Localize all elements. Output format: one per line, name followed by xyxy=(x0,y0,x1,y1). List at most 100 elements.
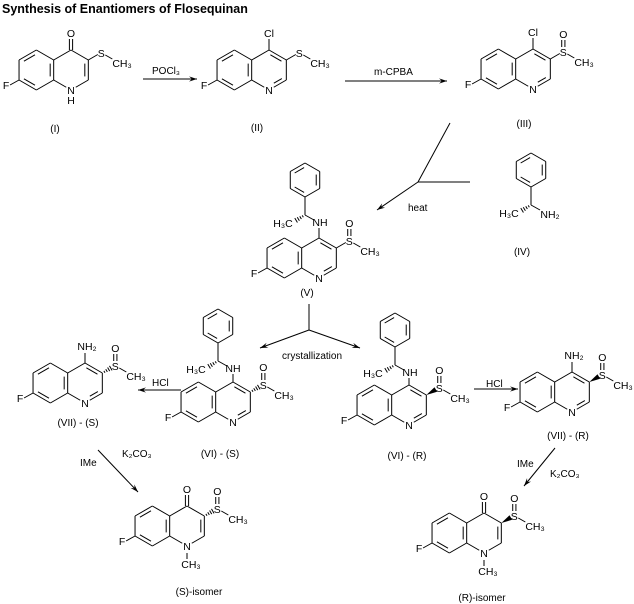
bond xyxy=(50,392,68,404)
bond xyxy=(234,79,252,91)
amine-nh: NH xyxy=(402,367,417,379)
double-bond-line xyxy=(37,391,50,399)
reagent-crystallization: crystallization xyxy=(282,351,342,362)
double-bond-line xyxy=(207,332,218,339)
arrow-shaft xyxy=(523,447,556,487)
arrow-head xyxy=(130,484,138,492)
sulfoxide-oxygen: O xyxy=(510,493,518,505)
merge-line-from-iii xyxy=(417,122,451,183)
bond xyxy=(449,512,467,524)
double-bond-line xyxy=(294,167,305,174)
bond xyxy=(356,384,375,396)
carbonyl-oxygen: O xyxy=(67,28,75,40)
c3-s-bond xyxy=(336,242,347,249)
bond xyxy=(67,362,86,374)
s-methyl-bond xyxy=(353,242,361,248)
chiral-n-bond xyxy=(394,364,405,371)
double-bond-line xyxy=(237,410,247,416)
arrow-layer xyxy=(97,76,556,493)
phenyl-bond xyxy=(203,308,219,318)
double-bond-line xyxy=(23,78,36,86)
arrow-head xyxy=(260,342,269,348)
fluorine-atom: F xyxy=(416,543,422,555)
s-methyl-bond xyxy=(221,510,229,516)
bond xyxy=(152,535,170,547)
carbonyl-oxygen: O xyxy=(183,484,191,496)
hash-stroke xyxy=(212,362,215,366)
phenyl-bond xyxy=(394,312,410,322)
arrow-head xyxy=(439,78,447,84)
hash-stroke xyxy=(391,365,394,368)
nitrogen-atom: N xyxy=(568,407,576,419)
bond xyxy=(36,79,54,91)
sulfur-atom: S xyxy=(98,48,105,60)
nitrogen-atom: N xyxy=(81,398,89,410)
hash-stroke xyxy=(209,362,213,368)
bond xyxy=(32,362,51,374)
c-f-bond xyxy=(125,535,136,542)
nitrogen-atom: N xyxy=(67,85,75,97)
bond xyxy=(234,49,252,61)
bond xyxy=(480,48,499,60)
chlorine-atom: Cl xyxy=(264,28,274,40)
bond xyxy=(519,401,538,413)
hash-stroke xyxy=(386,366,390,372)
phenyl-bond xyxy=(217,308,233,318)
hash-stroke xyxy=(103,370,106,373)
nitrogen-atom: N xyxy=(529,84,537,96)
sulfur-atom: S xyxy=(599,370,606,382)
n-methyl: CH₃ xyxy=(478,566,497,578)
hash-stroke xyxy=(389,366,392,370)
fluorine-atom: F xyxy=(465,79,471,91)
sulfinyl-wedge-bond xyxy=(501,515,513,523)
bond xyxy=(67,392,81,401)
c3-s-bond xyxy=(550,53,561,60)
double-bond-line xyxy=(524,376,537,384)
c3-s-bond xyxy=(88,54,99,61)
carbonyl-oxygen: O xyxy=(480,491,488,503)
double-bond-line xyxy=(576,400,586,406)
bond xyxy=(53,49,72,61)
bond xyxy=(18,49,37,61)
methyl-group: CH₃ xyxy=(360,246,379,258)
compound-label-vii-r: (VII) - (R) xyxy=(547,431,589,442)
hash-stroke xyxy=(296,216,300,222)
methyl-group: CH₃ xyxy=(112,58,131,70)
reagent-hcl-r: HCl xyxy=(486,379,503,390)
bond-layer xyxy=(9,38,614,566)
double-bond-line xyxy=(537,77,547,83)
double-bond-line xyxy=(524,400,537,408)
compound-label-i: (I) xyxy=(50,124,59,135)
arrow-pocl3 xyxy=(143,76,197,82)
double-bond-line xyxy=(323,266,333,272)
compound-label-s-isomer: (S)-isomer xyxy=(176,587,223,598)
sulfur-atom: S xyxy=(436,383,443,395)
fluorine-atom: F xyxy=(201,80,207,92)
hash-stroke xyxy=(520,207,524,213)
phenyl-bond xyxy=(380,312,396,322)
sulfinyl-wedge-bond xyxy=(426,387,438,395)
bond xyxy=(18,79,37,91)
bond xyxy=(466,542,480,551)
bond xyxy=(251,79,265,88)
bond xyxy=(198,381,216,393)
arrow-methylation-s xyxy=(97,449,139,493)
double-bond-line xyxy=(320,242,332,250)
arrow-shaft xyxy=(97,449,139,493)
phenyl-bond xyxy=(530,178,546,188)
hash-stroke xyxy=(301,215,304,218)
double-bond-line xyxy=(384,336,395,343)
fluorine-atom: F xyxy=(504,402,510,414)
compound-label-vi-s: (VI) - (S) xyxy=(201,449,239,460)
bond xyxy=(50,362,68,374)
compound-label-vii-s: (VII) - (S) xyxy=(57,418,98,429)
phenyl-bond xyxy=(290,188,306,198)
bond xyxy=(413,414,427,423)
hash-stroke xyxy=(211,508,215,514)
bond xyxy=(180,411,199,423)
n-hydrogen: H xyxy=(67,95,75,107)
bond xyxy=(186,505,205,517)
phenyl-bond xyxy=(217,334,233,344)
methyl-group: CH₃ xyxy=(613,380,632,392)
double-bond-line xyxy=(270,54,282,62)
